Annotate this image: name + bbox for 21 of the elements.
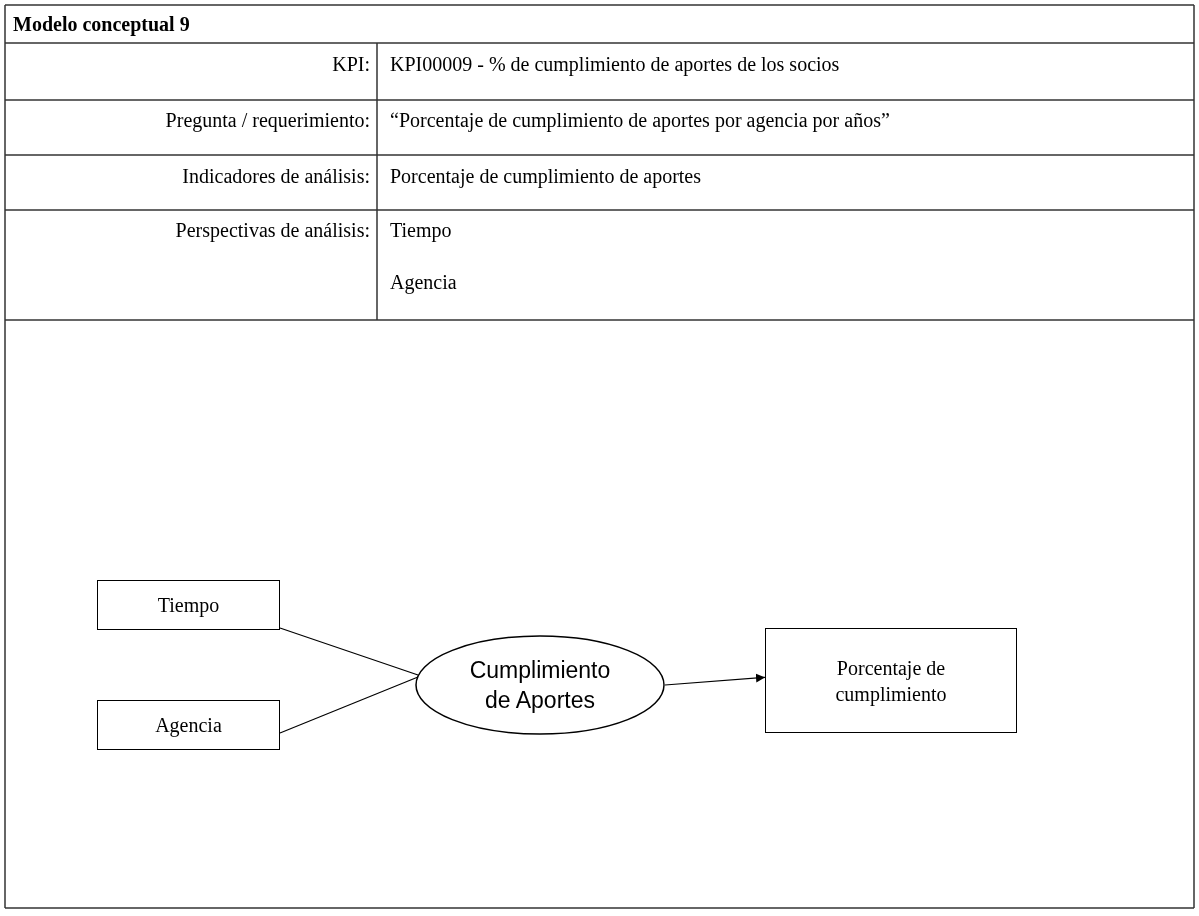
row-value: “Porcentaje de cumplimiento de aportes por agencia por años” xyxy=(390,108,890,132)
table-title: Modelo conceptual 9 xyxy=(13,12,190,36)
row-value: Tiempo xyxy=(390,218,452,242)
node-label: Agencia xyxy=(155,713,222,738)
arrow xyxy=(664,673,766,686)
row-label: KPI: xyxy=(332,52,370,76)
ellipse-node xyxy=(415,635,665,735)
row-value: Porcentaje de cumplimiento de aportes xyxy=(390,164,701,188)
entity-box xyxy=(765,628,1017,733)
row-value: KPI00009 - % de cumplimiento de aportes de los socios xyxy=(390,52,840,76)
node-label: Porcentaje de cumplimiento xyxy=(834,655,948,707)
connector-line xyxy=(279,676,419,734)
row-label: Pregunta / requerimiento: xyxy=(165,108,370,132)
node-label: Cumplimiento de Aportes xyxy=(468,656,612,715)
row-label: Indicadores de análisis: xyxy=(182,164,370,188)
row-label: Perspectivas de análisis: xyxy=(175,218,370,242)
node-label: Tiempo xyxy=(157,593,220,618)
entity-box xyxy=(97,700,280,750)
connector-line xyxy=(279,627,419,676)
entity-box xyxy=(97,580,280,630)
row-value: Agencia xyxy=(390,270,457,294)
